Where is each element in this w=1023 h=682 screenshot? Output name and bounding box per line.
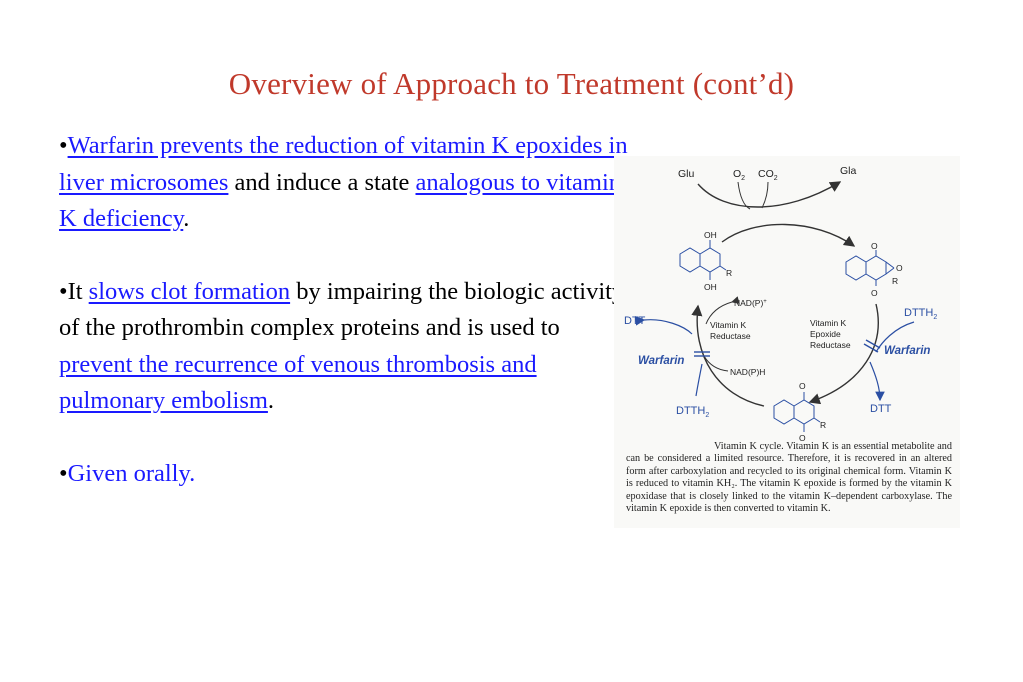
label-o-bq-bottom: O <box>799 433 806 443</box>
link-vitamin-k-deficiency[interactable]: analogous to vitamin K deficiency <box>59 168 621 233</box>
label-gla: Gla <box>840 165 857 177</box>
label-dtth2-left: DTTH2 <box>676 405 709 419</box>
bullet-text: . <box>267 387 275 414</box>
bullet-clot-formation: •It slows clot formation by impairing th… <box>59 274 629 420</box>
bullet-text: by impairing the biologic activity of th… <box>59 277 625 342</box>
vitamin-k-epoxide-structure <box>845 250 895 286</box>
label-o-bq-top: O <box>799 381 806 391</box>
dtth2-right-arrow <box>875 321 915 353</box>
vitamin-k-quinone-structure <box>773 392 821 432</box>
label-dtth2-right: DTTH2 <box>904 307 937 321</box>
label-nadp: NAD(P)+ <box>734 298 767 308</box>
bullet-text: Given orally. <box>67 459 196 487</box>
label-r-bq: R <box>820 420 826 430</box>
label-o-top: O <box>871 241 878 251</box>
bullet-warfarin: •Warfarin prevents the reduction of vita… <box>59 128 629 238</box>
label-o2: O2 <box>733 168 745 182</box>
link-warfarin-prevents-reduction[interactable]: Warfarin prevents the reduction of vitam… <box>59 132 628 196</box>
bullet-given-orally: •Given orally. <box>59 456 629 493</box>
bullet-marker: • <box>59 459 68 487</box>
dtt-left-arrow <box>635 316 693 335</box>
vitamin-k-hydroquinone-structure <box>679 240 727 280</box>
nadp-arrow <box>705 296 740 325</box>
label-co2: CO2 <box>758 168 778 182</box>
label-oh-bottom: OH <box>704 282 717 292</box>
cycle-arc-right <box>808 303 879 405</box>
cycle-arc-top <box>721 223 856 247</box>
carboxylation-arrow <box>697 181 842 208</box>
bullet-text: and induce a state <box>228 168 416 196</box>
bullet-marker: • <box>59 132 68 159</box>
label-r-right: R <box>892 276 898 286</box>
dtth2-left-arrow <box>695 363 703 397</box>
label-o-bottom: O <box>871 288 878 298</box>
label-dtt-left: DTT <box>624 315 646 327</box>
vitamin-k-cycle-figure: Glu O2 CO2 Gla OH OH R <box>614 156 960 528</box>
bullet-text: . <box>183 205 190 232</box>
warfarin-right-block <box>865 339 881 349</box>
cycle-arc-left <box>691 304 765 407</box>
label-oh-top: OH <box>704 230 717 240</box>
nadph-arrow <box>703 355 729 372</box>
link-prevent-recurrence[interactable]: prevent the recurrence of venous thrombo… <box>59 350 537 415</box>
label-warfarin-right: Warfarin <box>884 345 930 357</box>
figure-caption: Vitamin K cycle. Vitamin K is an essenti… <box>626 441 952 515</box>
bullet-marker: • <box>59 277 68 305</box>
o2-arrow <box>737 181 751 210</box>
label-warfarin-left: Warfarin <box>638 355 684 367</box>
page-title: Overview of Approach to Treatment (cont’… <box>228 66 795 101</box>
label-dtt-right: DTT <box>870 403 892 415</box>
label-glu: Glu <box>678 168 695 180</box>
label-nadph: NAD(P)H <box>730 367 765 377</box>
label-r-left: R <box>726 268 732 278</box>
link-slows-clot-formation[interactable]: slows clot formation <box>88 277 291 305</box>
label-o-mid: O <box>896 263 903 273</box>
dtt-right-arrow <box>869 361 885 402</box>
bullet-list: •Warfarin prevents the reduction of vita… <box>59 128 629 528</box>
vitamin-k-cycle-diagram: Glu O2 CO2 Gla OH OH R <box>624 165 937 443</box>
bullet-text: It <box>67 277 89 305</box>
co2-arrow <box>761 181 769 209</box>
